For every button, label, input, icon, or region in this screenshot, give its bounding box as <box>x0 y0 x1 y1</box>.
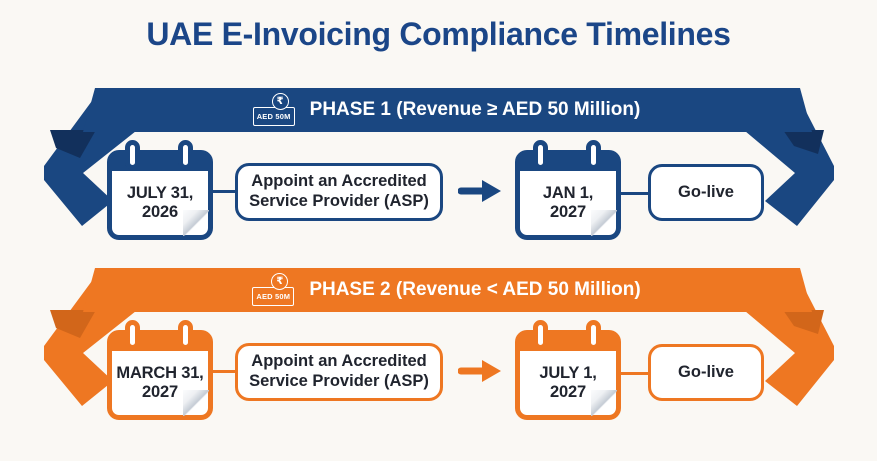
phase-2-section: AED 50M ₹ PHASE 2 (Revenue < AED 50 Mill… <box>0 260 877 432</box>
ribbon-top-band <box>83 88 812 132</box>
date-line: JULY 1, <box>539 364 597 383</box>
date-line: 2027 <box>550 383 586 401</box>
asp-action-label: Appoint an Accredited Service Provider (… <box>249 172 429 210</box>
calendar-ring-icon <box>125 140 140 170</box>
golive-action-box: Go-live <box>648 164 764 221</box>
date-line: MARCH 31, <box>116 364 204 383</box>
page-curl-icon <box>183 210 209 236</box>
calendar-ring-icon <box>586 140 601 170</box>
date-line: 2026 <box>142 203 178 221</box>
connector-line <box>617 192 651 195</box>
phase-banner-label: PHASE 1 (Revenue ≥ AED 50 Million) <box>309 99 641 120</box>
asp-action-box: Appoint an Accredited Service Provider (… <box>235 343 443 401</box>
page-curl-icon <box>591 210 617 236</box>
asp-action-box: Appoint an Accredited Service Provider (… <box>235 163 443 221</box>
page-title: UAE E-Invoicing Compliance Timelines <box>146 16 731 52</box>
connector-line <box>617 372 651 375</box>
ribbon-right-fold <box>783 310 824 334</box>
calendar-icon-start-date: JULY 31, 2026 <box>107 140 213 240</box>
ribbon-top-band <box>83 268 812 312</box>
date-line: JAN 1, <box>542 184 594 203</box>
ribbon-left-fold <box>50 310 96 338</box>
asp-action-label: Appoint an Accredited Service Provider (… <box>249 352 429 390</box>
connector-line <box>208 190 238 193</box>
calendar-icon-golive-date: JULY 1, 2027 <box>515 320 621 420</box>
golive-action-label: Go-live <box>678 362 734 381</box>
calendar-ring-icon <box>178 320 193 350</box>
rupee-coin-icon: ₹ <box>271 93 289 110</box>
page-curl-icon <box>591 390 617 416</box>
calendar-date: MARCH 31, 2027 <box>112 351 208 415</box>
page-curl-icon <box>183 390 209 416</box>
aed-50m-money-icon: AED 50M ₹ <box>252 93 300 127</box>
date-line: JULY 31, <box>126 184 194 203</box>
phase-1-section: AED 50M ₹ PHASE 1 (Revenue ≥ AED 50 Mill… <box>0 80 877 252</box>
arrow-icon <box>458 180 501 202</box>
date-line: 2027 <box>550 203 586 221</box>
calendar-ring-icon <box>586 320 601 350</box>
ribbon-banner-graphic <box>44 268 834 406</box>
banknote-icon: AED 50M <box>252 107 295 126</box>
date-line: 2027 <box>142 383 178 401</box>
connector-line <box>208 370 238 373</box>
calendar-ring-icon <box>178 140 193 170</box>
golive-action-box: Go-live <box>648 344 764 401</box>
calendar-icon-start-date: MARCH 31, 2027 <box>107 320 213 420</box>
calendar-ring-icon <box>533 320 548 350</box>
calendar-icon-golive-date: JAN 1, 2027 <box>515 140 621 240</box>
calendar-date: JULY 1, 2027 <box>520 351 616 415</box>
banknote-icon: AED 50M <box>252 287 295 306</box>
phase-banner: AED 50M ₹ PHASE 1 (Revenue ≥ AED 50 Mill… <box>90 88 802 132</box>
ribbon-left-fold <box>50 130 96 158</box>
ribbon-right-fold <box>783 130 824 154</box>
golive-action-label: Go-live <box>678 182 734 201</box>
phase-banner: AED 50M ₹ PHASE 2 (Revenue < AED 50 Mill… <box>90 268 802 312</box>
rupee-coin-icon: ₹ <box>271 273 289 290</box>
calendar-date: JULY 31, 2026 <box>112 171 208 235</box>
calendar-ring-icon <box>533 140 548 170</box>
arrow-icon <box>458 360 501 382</box>
aed-50m-money-icon: AED 50M ₹ <box>251 273 299 307</box>
ribbon-banner-graphic <box>44 88 834 226</box>
phase-banner-label: PHASE 2 (Revenue < AED 50 Million) <box>309 279 641 300</box>
calendar-date: JAN 1, 2027 <box>520 171 616 235</box>
calendar-ring-icon <box>125 320 140 350</box>
